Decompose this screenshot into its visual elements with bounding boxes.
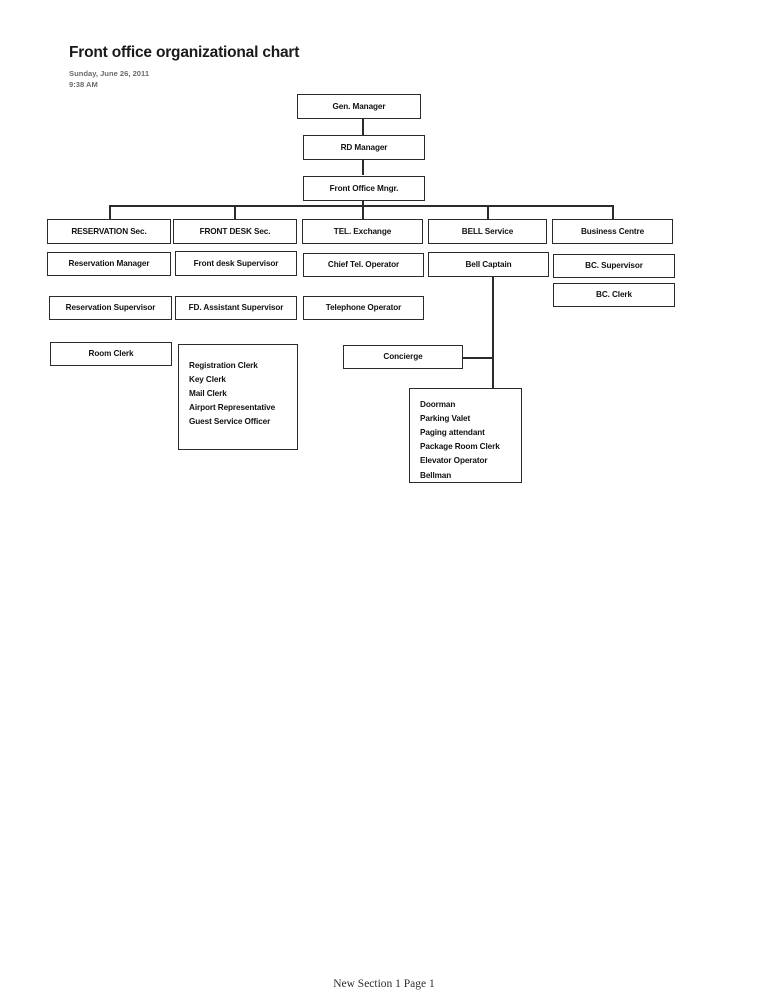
node-label: Reservation Manager (68, 259, 150, 269)
node-label: Room Clerk (88, 349, 134, 359)
list-item: Package Room Clerk (420, 442, 500, 452)
node-label: FD. Assistant Supervisor (188, 303, 284, 313)
node-label: FRONT DESK Sec. (199, 226, 271, 236)
list-item: Paging attendant (420, 428, 485, 438)
node-department-bell-service[interactable]: BELL Service (428, 219, 547, 244)
node-reservation-manager[interactable]: Reservation Manager (47, 252, 171, 276)
connector-bus-to-businesscentre (612, 205, 614, 220)
connector-rd-to-fom (362, 159, 364, 175)
list-item: Guest Service Officer (189, 417, 271, 427)
node-front-desk-supervisor[interactable]: Front desk Supervisor (175, 251, 297, 276)
node-front-desk-staff-list[interactable]: Registration Clerk Key Clerk Mail Clerk … (178, 344, 298, 450)
node-department-reservation[interactable]: RESERVATION Sec. (47, 219, 171, 244)
node-fd-assistant-supervisor[interactable]: FD. Assistant Supervisor (175, 296, 297, 320)
connector-bellcaptain-drop (492, 277, 494, 389)
node-label: TEL. Exchange (333, 226, 392, 236)
connector-bus-to-telexchange (362, 205, 364, 220)
node-bell-service-staff-list[interactable]: Doorman Parking Valet Paging attendant P… (409, 388, 522, 483)
node-label: Reservation Supervisor (65, 303, 156, 313)
node-label: Front Office Mngr. (329, 183, 399, 193)
list-item: Bellman (420, 470, 452, 480)
connector-gm-to-rd (362, 118, 364, 138)
node-bc-supervisor[interactable]: BC. Supervisor (553, 254, 675, 278)
node-chief-tel-operator[interactable]: Chief Tel. Operator (303, 253, 424, 277)
node-label: BELL Service (461, 226, 514, 236)
list-item: Registration Clerk (189, 361, 258, 370)
node-gen-manager[interactable]: Gen. Manager (297, 94, 421, 119)
node-label: Business Centre (580, 226, 645, 236)
node-department-tel-exchange[interactable]: TEL. Exchange (302, 219, 423, 244)
node-label: RESERVATION Sec. (71, 226, 147, 236)
node-bell-captain[interactable]: Bell Captain (428, 252, 549, 277)
list-item: Doorman (420, 400, 456, 409)
page-title: Front office organizational chart (69, 44, 300, 61)
node-front-office-mngr[interactable]: Front Office Mngr. (303, 176, 425, 201)
node-label: Bell Captain (465, 259, 512, 269)
node-room-clerk[interactable]: Room Clerk (50, 342, 172, 366)
node-telephone-operator[interactable]: Telephone Operator (303, 296, 424, 320)
node-label: Concierge (383, 352, 423, 362)
connector-bus-to-bellservice (487, 205, 489, 220)
node-reservation-supervisor[interactable]: Reservation Supervisor (49, 296, 172, 320)
node-label: BC. Supervisor (585, 261, 643, 271)
node-label: RD Manager (340, 142, 388, 152)
document-date: Sunday, June 26, 2011 (69, 69, 150, 78)
list-item: Elevator Operator (420, 456, 488, 466)
connector-bus-to-reservation (109, 205, 111, 220)
node-rd-manager[interactable]: RD Manager (303, 135, 425, 160)
list-item: Parking Valet (420, 414, 471, 424)
node-label: Chief Tel. Operator (327, 260, 400, 270)
connector-bus-to-frontdesk (234, 205, 236, 220)
page-footer: New Section 1 Page 1 (333, 978, 435, 990)
list-item: Airport Representative (189, 403, 276, 413)
node-department-business-centre[interactable]: Business Centre (552, 219, 673, 244)
list-item: Key Clerk (189, 375, 226, 385)
node-bc-clerk[interactable]: BC. Clerk (553, 283, 675, 307)
document-time: 9:38 AM (69, 80, 98, 89)
list-item: Mail Clerk (189, 389, 227, 399)
node-concierge[interactable]: Concierge (343, 345, 463, 369)
connector-bellcaptain-to-concierge (463, 357, 493, 359)
node-department-front-desk[interactable]: FRONT DESK Sec. (173, 219, 297, 244)
node-label: Gen. Manager (332, 101, 386, 111)
node-label: Telephone Operator (325, 303, 402, 313)
node-label: Front desk Supervisor (193, 258, 279, 268)
node-label: BC. Clerk (596, 290, 632, 300)
connector-department-bus (109, 205, 613, 207)
